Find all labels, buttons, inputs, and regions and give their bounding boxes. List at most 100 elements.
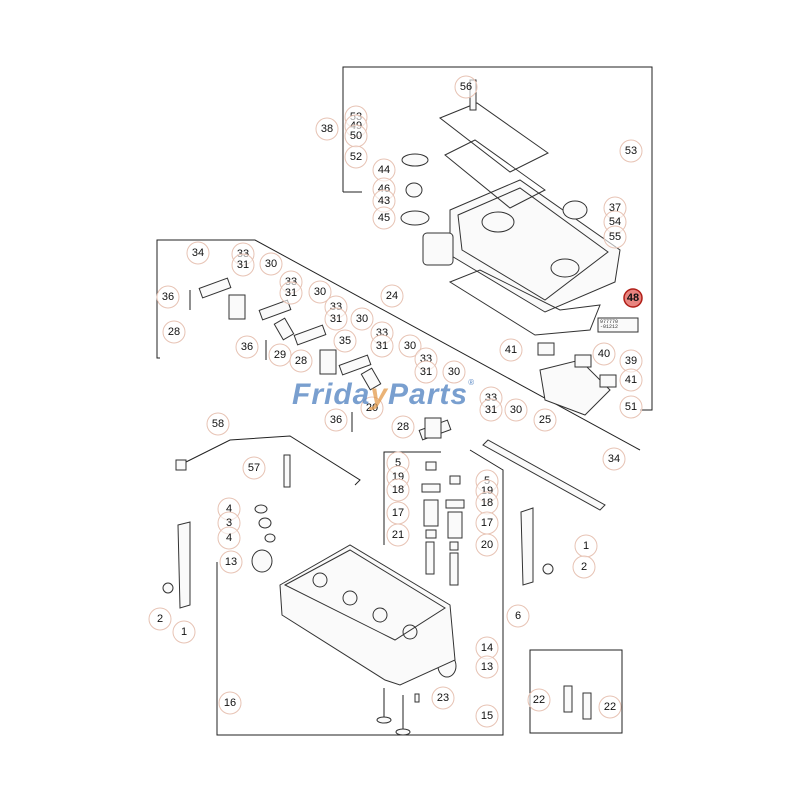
callout-circle xyxy=(360,396,384,420)
callout-48[interactable]: 48 xyxy=(623,288,643,308)
callout-58[interactable]: 58 xyxy=(206,412,230,436)
callout-20[interactable]: 20 xyxy=(475,533,499,557)
callout-30[interactable]: 30 xyxy=(442,360,466,384)
callout-36[interactable]: 36 xyxy=(324,408,348,432)
callout-circle xyxy=(218,691,242,715)
callout-2[interactable]: 2 xyxy=(572,555,596,579)
callout-number: 38 xyxy=(321,123,333,135)
callout-circle xyxy=(156,285,180,309)
callout-53[interactable]: 53 xyxy=(619,139,643,163)
callout-51[interactable]: 51 xyxy=(619,395,643,419)
callout-number: 3 xyxy=(226,517,232,529)
callout-22[interactable]: 22 xyxy=(598,695,622,719)
callout-31[interactable]: 31 xyxy=(324,307,348,331)
callout-number: 28 xyxy=(397,421,409,433)
callout-30[interactable]: 30 xyxy=(398,334,422,358)
callout-15[interactable]: 15 xyxy=(475,704,499,728)
callout-39[interactable]: 39 xyxy=(619,349,643,373)
callout-13[interactable]: 13 xyxy=(475,655,499,679)
callout-number: 30 xyxy=(314,286,326,298)
callout-44[interactable]: 44 xyxy=(372,158,396,182)
callout-31[interactable]: 31 xyxy=(370,334,394,358)
callout-40[interactable]: 40 xyxy=(592,342,616,366)
callout-57[interactable]: 57 xyxy=(242,456,266,480)
callout-56[interactable]: 56 xyxy=(454,75,478,99)
callout-45[interactable]: 45 xyxy=(372,206,396,230)
callout-circle xyxy=(206,412,230,436)
callout-30[interactable]: 30 xyxy=(504,398,528,422)
callout-circle xyxy=(370,334,394,358)
callout-circle xyxy=(598,695,622,719)
callout-number: 31 xyxy=(376,340,388,352)
callout-31[interactable]: 31 xyxy=(231,253,255,277)
callout-38[interactable]: 38 xyxy=(315,117,339,141)
callout-21[interactable]: 21 xyxy=(386,523,410,547)
callout-16[interactable]: 16 xyxy=(218,691,242,715)
callout-36[interactable]: 36 xyxy=(156,285,180,309)
callout-17[interactable]: 17 xyxy=(386,501,410,525)
callout-13[interactable]: 13 xyxy=(219,550,243,574)
callout-28[interactable]: 28 xyxy=(391,415,415,439)
callout-number: 30 xyxy=(404,340,416,352)
callout-31[interactable]: 31 xyxy=(414,360,438,384)
callout-23[interactable]: 23 xyxy=(431,686,455,710)
sealant-tube-label: 977770 -01212 xyxy=(600,319,619,330)
callout-number: 36 xyxy=(330,414,342,426)
callout-number: 30 xyxy=(265,258,277,270)
callout-number: 55 xyxy=(609,231,621,243)
callout-1[interactable]: 1 xyxy=(172,620,196,644)
callout-36[interactable]: 36 xyxy=(235,335,259,359)
callout-31[interactable]: 31 xyxy=(279,281,303,305)
callout-50[interactable]: 50 xyxy=(344,124,368,148)
callout-20[interactable]: 20 xyxy=(360,396,384,420)
callout-number: 29 xyxy=(274,349,286,361)
callout-circle xyxy=(344,145,368,169)
callout-number: 4 xyxy=(226,532,232,544)
callout-1[interactable]: 1 xyxy=(574,534,598,558)
callout-number: 21 xyxy=(392,529,404,541)
callout-circle xyxy=(235,335,259,359)
callout-number: 1 xyxy=(583,540,589,552)
callout-29[interactable]: 29 xyxy=(268,343,292,367)
callout-31[interactable]: 31 xyxy=(479,398,503,422)
callout-circle xyxy=(533,408,557,432)
valve-cover-part xyxy=(422,179,621,313)
callout-30[interactable]: 30 xyxy=(350,307,374,331)
callout-number: 31 xyxy=(285,287,297,299)
callout-43[interactable]: 43 xyxy=(372,189,396,213)
callout-52[interactable]: 52 xyxy=(344,145,368,169)
callout-circle xyxy=(527,688,551,712)
callout-24[interactable]: 24 xyxy=(380,284,404,308)
callout-circle xyxy=(442,360,466,384)
callout-55[interactable]: 55 xyxy=(603,225,627,249)
callout-2[interactable]: 2 xyxy=(148,607,172,631)
callout-circle xyxy=(619,139,643,163)
callout-number: 2 xyxy=(581,561,587,573)
callout-circle xyxy=(475,655,499,679)
callout-circle xyxy=(259,252,283,276)
callout-circle xyxy=(386,478,410,502)
callout-28[interactable]: 28 xyxy=(289,349,313,373)
callout-41[interactable]: 41 xyxy=(619,368,643,392)
callout-35[interactable]: 35 xyxy=(333,329,357,353)
callout-34[interactable]: 34 xyxy=(186,241,210,265)
callout-34[interactable]: 34 xyxy=(602,447,626,471)
callout-30[interactable]: 30 xyxy=(308,280,332,304)
callout-30[interactable]: 30 xyxy=(259,252,283,276)
callout-18[interactable]: 18 xyxy=(386,478,410,502)
callout-28[interactable]: 28 xyxy=(162,320,186,344)
callout-18[interactable]: 18 xyxy=(475,491,499,515)
callout-4[interactable]: 4 xyxy=(217,526,241,550)
callout-circle xyxy=(333,329,357,353)
callout-number: 5 xyxy=(395,457,401,469)
callout-circle xyxy=(219,550,243,574)
breather-parts xyxy=(537,317,639,416)
callout-17[interactable]: 17 xyxy=(475,511,499,535)
glow-plug-harness-part xyxy=(175,435,361,488)
callout-41[interactable]: 41 xyxy=(499,338,523,362)
callout-number: 30 xyxy=(356,313,368,325)
callout-6[interactable]: 6 xyxy=(506,604,530,628)
callout-25[interactable]: 25 xyxy=(533,408,557,432)
callout-22[interactable]: 22 xyxy=(527,688,551,712)
callout-14[interactable]: 14 xyxy=(475,636,499,660)
